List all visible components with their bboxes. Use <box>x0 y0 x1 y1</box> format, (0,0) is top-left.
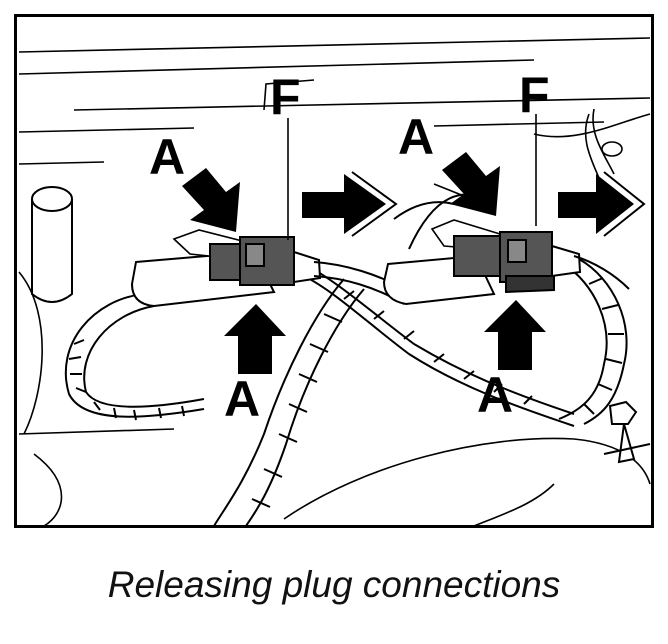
label-a-top-right: A <box>398 109 434 165</box>
right-connector <box>382 219 630 306</box>
arrow-a-top-right <box>442 152 500 216</box>
wire-harness <box>64 193 628 527</box>
background-structure <box>18 37 651 527</box>
bolt <box>603 400 651 464</box>
arrow-pull-right <box>558 174 634 234</box>
arrow-a-top-left <box>182 168 240 232</box>
leader-lines <box>287 114 537 240</box>
arrows <box>182 152 646 374</box>
label-a-bottom-right: A <box>477 367 513 423</box>
label-f-left: F <box>270 69 301 125</box>
arrow-pull-left-outline <box>351 171 398 237</box>
label-a-top-left: A <box>149 129 185 185</box>
left-connector <box>130 229 410 308</box>
label-f-right: F <box>519 67 550 123</box>
label-a-bottom-left: A <box>224 371 260 427</box>
figure-caption: Releasing plug connections <box>107 564 561 605</box>
left-post <box>31 186 73 303</box>
arrow-pull-left <box>302 174 386 234</box>
wiring-diagram: A F A A F A <box>14 14 654 528</box>
arrow-a-bottom-left <box>224 304 286 374</box>
arrow-pull-right-outline <box>603 171 646 237</box>
arrow-a-bottom-right <box>484 300 546 370</box>
